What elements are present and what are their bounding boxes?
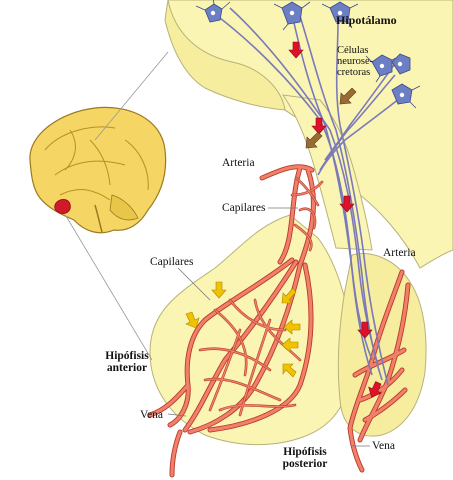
neuron-3	[321, 1, 359, 29]
label-vein-left: Vena	[140, 409, 163, 421]
cerebellum	[109, 194, 139, 221]
neuron-6	[391, 83, 421, 109]
hormone-flow-arrows-red	[288, 41, 383, 398]
callout-line-bottom	[65, 215, 153, 361]
pituitary-marker	[54, 198, 71, 214]
neurons	[195, 0, 421, 109]
neuron-5	[391, 53, 411, 75]
label-neurosecretory-line1: Células	[337, 45, 369, 56]
label-artery-left: Arteria	[222, 157, 255, 169]
releasing-factor-arrows-brown	[305, 87, 357, 149]
hypothalamus-left-lobe	[164, 0, 286, 111]
label-posterior-pituitary-line1: Hipófisis	[283, 446, 327, 458]
label-neurosecretory-line2: neurose-	[337, 56, 374, 67]
brain-inset	[29, 51, 169, 361]
neuron-4	[365, 54, 401, 83]
brainstem	[94, 204, 103, 233]
label-neurosecretory-line3: cretoras	[337, 67, 371, 78]
label-anterior-pituitary-line2: anterior	[106, 362, 148, 374]
neuron-2	[273, 1, 311, 31]
label-posterior-pituitary-line2: posterior	[282, 458, 328, 470]
callout-line-top	[94, 51, 169, 141]
label-capillaries-upper: Capilares	[222, 202, 266, 214]
label-artery-right: Arteria	[383, 247, 416, 259]
brain-folds	[44, 126, 149, 201]
secretion-arrows-yellow	[185, 281, 301, 378]
neuron-1	[195, 0, 231, 23]
label-hypothalamus: Hipotálamo	[336, 13, 397, 27]
label-leaders	[167, 207, 370, 447]
label-vein-right: Vena	[372, 440, 395, 452]
label-capillaries-lower: Capilares	[150, 256, 194, 268]
label-anterior-pituitary-line1: Hipófisis	[105, 350, 149, 362]
axons	[211, 7, 405, 386]
